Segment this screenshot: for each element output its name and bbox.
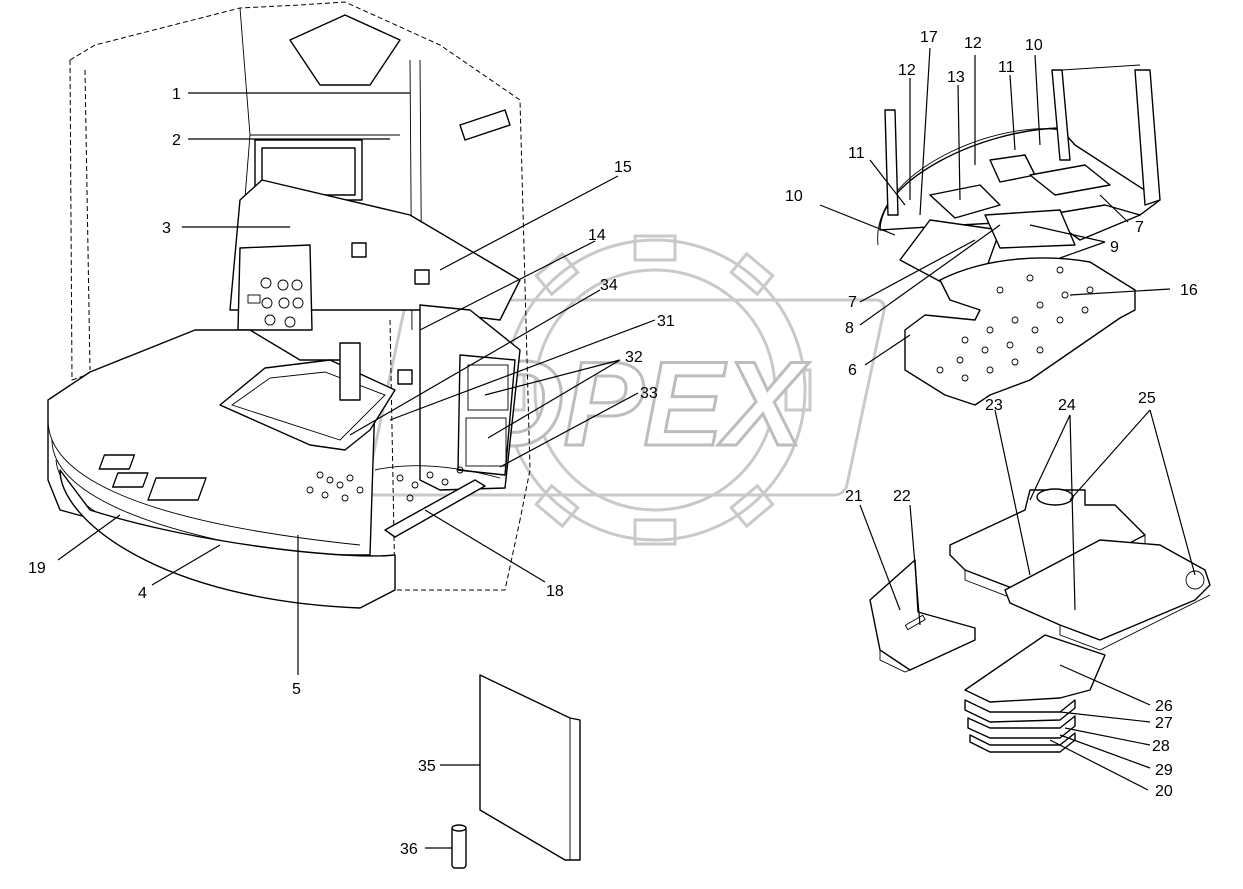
callout-19: 19: [28, 560, 46, 577]
callout-21: 21: [845, 488, 863, 505]
callout-16: 16: [1180, 282, 1198, 299]
callout-5: 5: [292, 681, 301, 698]
callout-20: 20: [1155, 783, 1173, 800]
callout-12-left: 12: [898, 62, 916, 79]
callout-36: 36: [400, 841, 418, 858]
leader-lines: [57, 47, 1196, 849]
callout-7-right: 7: [1135, 219, 1144, 236]
callout-31: 31: [657, 313, 675, 330]
callout-15: 15: [614, 159, 632, 176]
callout-12-right: 12: [964, 35, 982, 52]
manual-book: [479, 674, 581, 861]
callout-9: 9: [1110, 239, 1119, 256]
callout-23: 23: [985, 397, 1003, 414]
callout-10-right: 10: [1025, 37, 1043, 54]
callout-26: 26: [1155, 698, 1173, 715]
callout-18: 18: [546, 583, 564, 600]
bracket-21-22: [869, 559, 976, 673]
cylinder-part: [451, 824, 467, 869]
callout-3: 3: [162, 220, 171, 237]
callout-7-left: 7: [848, 294, 857, 311]
callout-1: 1: [172, 86, 181, 103]
floor-mats: [949, 488, 1211, 651]
callout-17: 17: [920, 29, 938, 46]
callout-6: 6: [848, 362, 857, 379]
cab-floor: [47, 329, 396, 609]
callout-35: 35: [418, 758, 436, 775]
callout-27: 27: [1155, 715, 1173, 732]
callout-13: 13: [947, 69, 965, 86]
callout-33: 33: [640, 385, 658, 402]
callout-labels: 1 2 3 15 14 34 31 32 33 19 4 5 18 35 36 …: [28, 29, 1198, 858]
upper-right-assembly: [877, 64, 1161, 301]
callout-34: 34: [600, 277, 618, 294]
callout-22: 22: [893, 488, 911, 505]
callout-14: 14: [588, 227, 606, 244]
callout-10-left: 10: [785, 188, 803, 205]
callout-4: 4: [138, 585, 147, 602]
callout-32: 32: [625, 349, 643, 366]
callout-24: 24: [1058, 397, 1076, 414]
callout-28: 28: [1152, 738, 1170, 755]
layered-pads: [964, 634, 1106, 753]
floor-mat-pattern: [306, 466, 464, 502]
floor-plate-16: [904, 257, 1136, 406]
callout-25: 25: [1138, 390, 1156, 407]
callout-2: 2: [172, 132, 181, 149]
callout-29: 29: [1155, 762, 1173, 779]
callout-8: 8: [845, 320, 854, 337]
callout-11-left: 11: [848, 145, 865, 162]
callout-11-right: 11: [998, 59, 1015, 76]
